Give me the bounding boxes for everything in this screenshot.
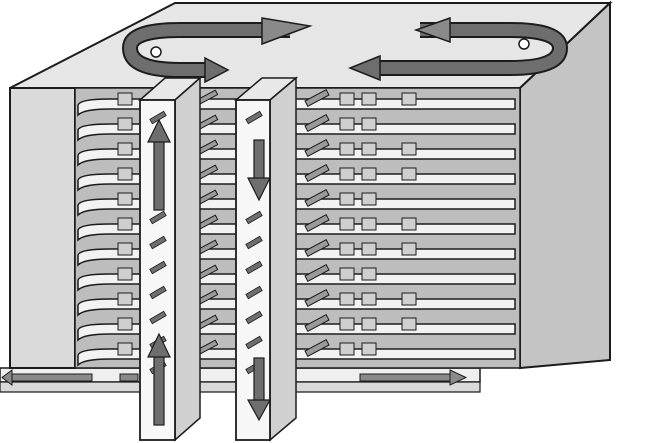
spacer-block xyxy=(362,293,376,305)
spacer-block xyxy=(118,118,132,130)
spacer-block xyxy=(340,193,354,205)
spacer-block xyxy=(402,168,416,180)
spacer-block xyxy=(340,243,354,255)
spacer-block xyxy=(340,343,354,355)
spacer-block xyxy=(340,318,354,330)
spacer-block xyxy=(402,143,416,155)
spacer-block xyxy=(362,243,376,255)
spacer-block xyxy=(340,168,354,180)
spacer-block xyxy=(362,143,376,155)
spacer-block xyxy=(402,293,416,305)
spacer-block xyxy=(118,293,132,305)
spacer-block xyxy=(402,218,416,230)
spacer-block xyxy=(118,193,132,205)
spacer-block xyxy=(118,143,132,155)
spacer-block xyxy=(340,218,354,230)
spacer-block xyxy=(340,293,354,305)
spacer-block xyxy=(362,168,376,180)
spacer-block xyxy=(362,193,376,205)
left-slab xyxy=(140,78,200,440)
spacer-block xyxy=(340,143,354,155)
spacer-block xyxy=(362,318,376,330)
spacer-block xyxy=(362,218,376,230)
spacer-block xyxy=(362,93,376,105)
right-slab xyxy=(236,78,296,440)
spacer-block xyxy=(118,343,132,355)
spacer-block xyxy=(362,343,376,355)
spacer-block xyxy=(402,243,416,255)
spacer-block xyxy=(340,118,354,130)
spacer-block xyxy=(402,93,416,105)
spacer-block xyxy=(340,93,354,105)
spacer-block xyxy=(118,218,132,230)
spacer-block xyxy=(118,168,132,180)
spacer-block xyxy=(362,268,376,280)
spacer-block xyxy=(340,268,354,280)
spacer-block xyxy=(402,318,416,330)
spacer-block xyxy=(118,243,132,255)
spacer-block xyxy=(118,318,132,330)
box-left-wall xyxy=(10,88,75,368)
spacer-block xyxy=(118,268,132,280)
spacer-block xyxy=(362,118,376,130)
spacer-block xyxy=(118,93,132,105)
